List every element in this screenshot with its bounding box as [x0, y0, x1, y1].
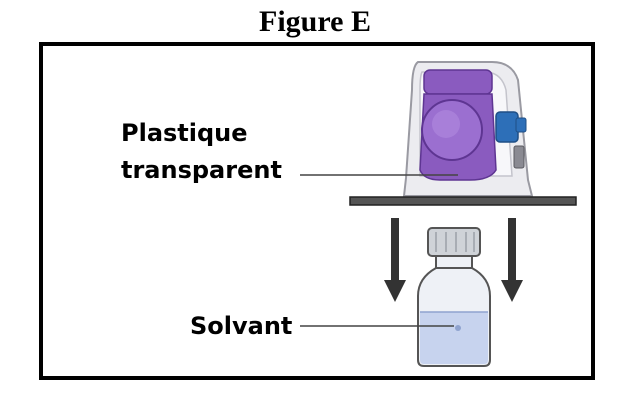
plastic-label-line2: transparent [121, 156, 282, 184]
blue-side-tab [495, 111, 519, 143]
purple-adapter-body [423, 69, 493, 95]
vial-adapter [402, 61, 534, 197]
platform-bar [349, 196, 577, 206]
solvent-liquid [420, 312, 488, 364]
solvent-vial [417, 227, 491, 367]
solvent-label: Solvant [190, 312, 293, 340]
plastic-label-line1: Plastique [121, 119, 248, 147]
down-arrow-icon [501, 218, 523, 302]
down-arrow-icon [384, 218, 406, 302]
figure-title: Figure E [259, 5, 371, 38]
